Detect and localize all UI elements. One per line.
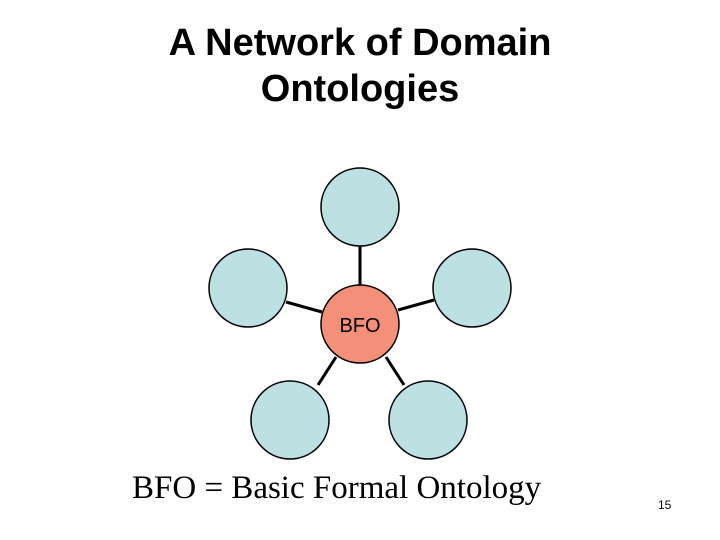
title-line-1: A Network of Domain — [168, 22, 552, 64]
domain-ontology-node-right — [432, 248, 512, 328]
title-line-2: Ontologies — [260, 68, 460, 110]
edge-upper-left — [285, 300, 323, 314]
bfo-hub-node — [320, 284, 400, 364]
diagram-caption: BFO = Basic Formal Ontology — [132, 470, 542, 506]
domain-ontology-node-top — [320, 167, 400, 247]
domain-ontology-node-bottom-right — [388, 380, 468, 460]
bfo-hub-label: BFO — [339, 315, 380, 337]
domain-ontology-node-bottom-left — [250, 380, 330, 460]
edge-upper-right — [397, 298, 435, 312]
slide-title: A Network of Domain Ontologies — [0, 20, 720, 112]
edge-lower-right — [384, 356, 406, 386]
page-number: 15 — [658, 498, 672, 512]
edge-lower-left — [316, 356, 338, 386]
domain-ontology-node-left — [208, 248, 288, 328]
